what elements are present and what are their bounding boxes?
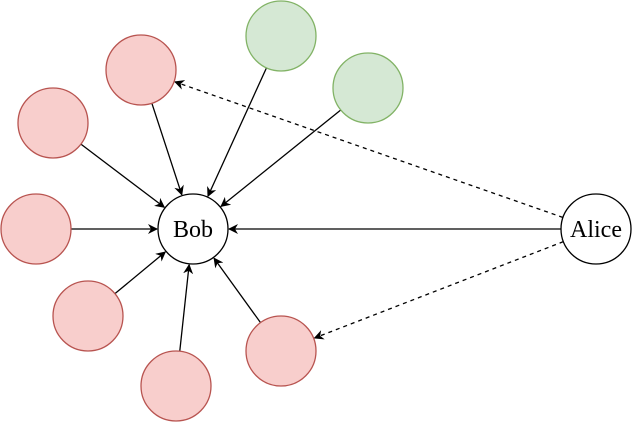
node-bob: Bob bbox=[157, 193, 229, 265]
edge-alice-to-r6 bbox=[313, 241, 564, 340]
edge-g2-to-bob bbox=[220, 109, 342, 208]
node-circle-alice bbox=[560, 193, 632, 265]
edge-r2-to-bob bbox=[80, 143, 166, 208]
node-g2 bbox=[332, 52, 404, 124]
node-r5 bbox=[140, 350, 212, 422]
edge-r4-to-bob bbox=[114, 251, 167, 295]
node-label-bob: Bob bbox=[173, 217, 213, 243]
node-g1 bbox=[245, 0, 317, 72]
node-alice: Alice bbox=[560, 193, 632, 265]
node-r6 bbox=[245, 315, 317, 387]
edges-layer bbox=[71, 67, 564, 352]
node-r2 bbox=[17, 87, 89, 159]
edge-r6-to-bob bbox=[213, 257, 262, 323]
node-circle-r6 bbox=[245, 315, 317, 387]
node-circle-r5 bbox=[140, 350, 212, 422]
node-label-alice: Alice bbox=[570, 217, 622, 243]
node-circle-r2 bbox=[17, 87, 89, 159]
node-circle-r3 bbox=[0, 193, 72, 265]
node-circle-bob bbox=[157, 193, 229, 265]
node-r3 bbox=[0, 193, 72, 265]
node-circle-g1 bbox=[245, 0, 317, 72]
node-r4 bbox=[52, 280, 124, 352]
edge-r1-to-bob bbox=[151, 103, 184, 196]
edge-r5-to-bob bbox=[179, 263, 194, 352]
edge-g1-to-bob bbox=[207, 67, 268, 198]
node-circle-r1 bbox=[105, 34, 177, 106]
node-circle-g2 bbox=[332, 52, 404, 124]
node-circle-r4 bbox=[52, 280, 124, 352]
node-r1 bbox=[105, 34, 177, 106]
